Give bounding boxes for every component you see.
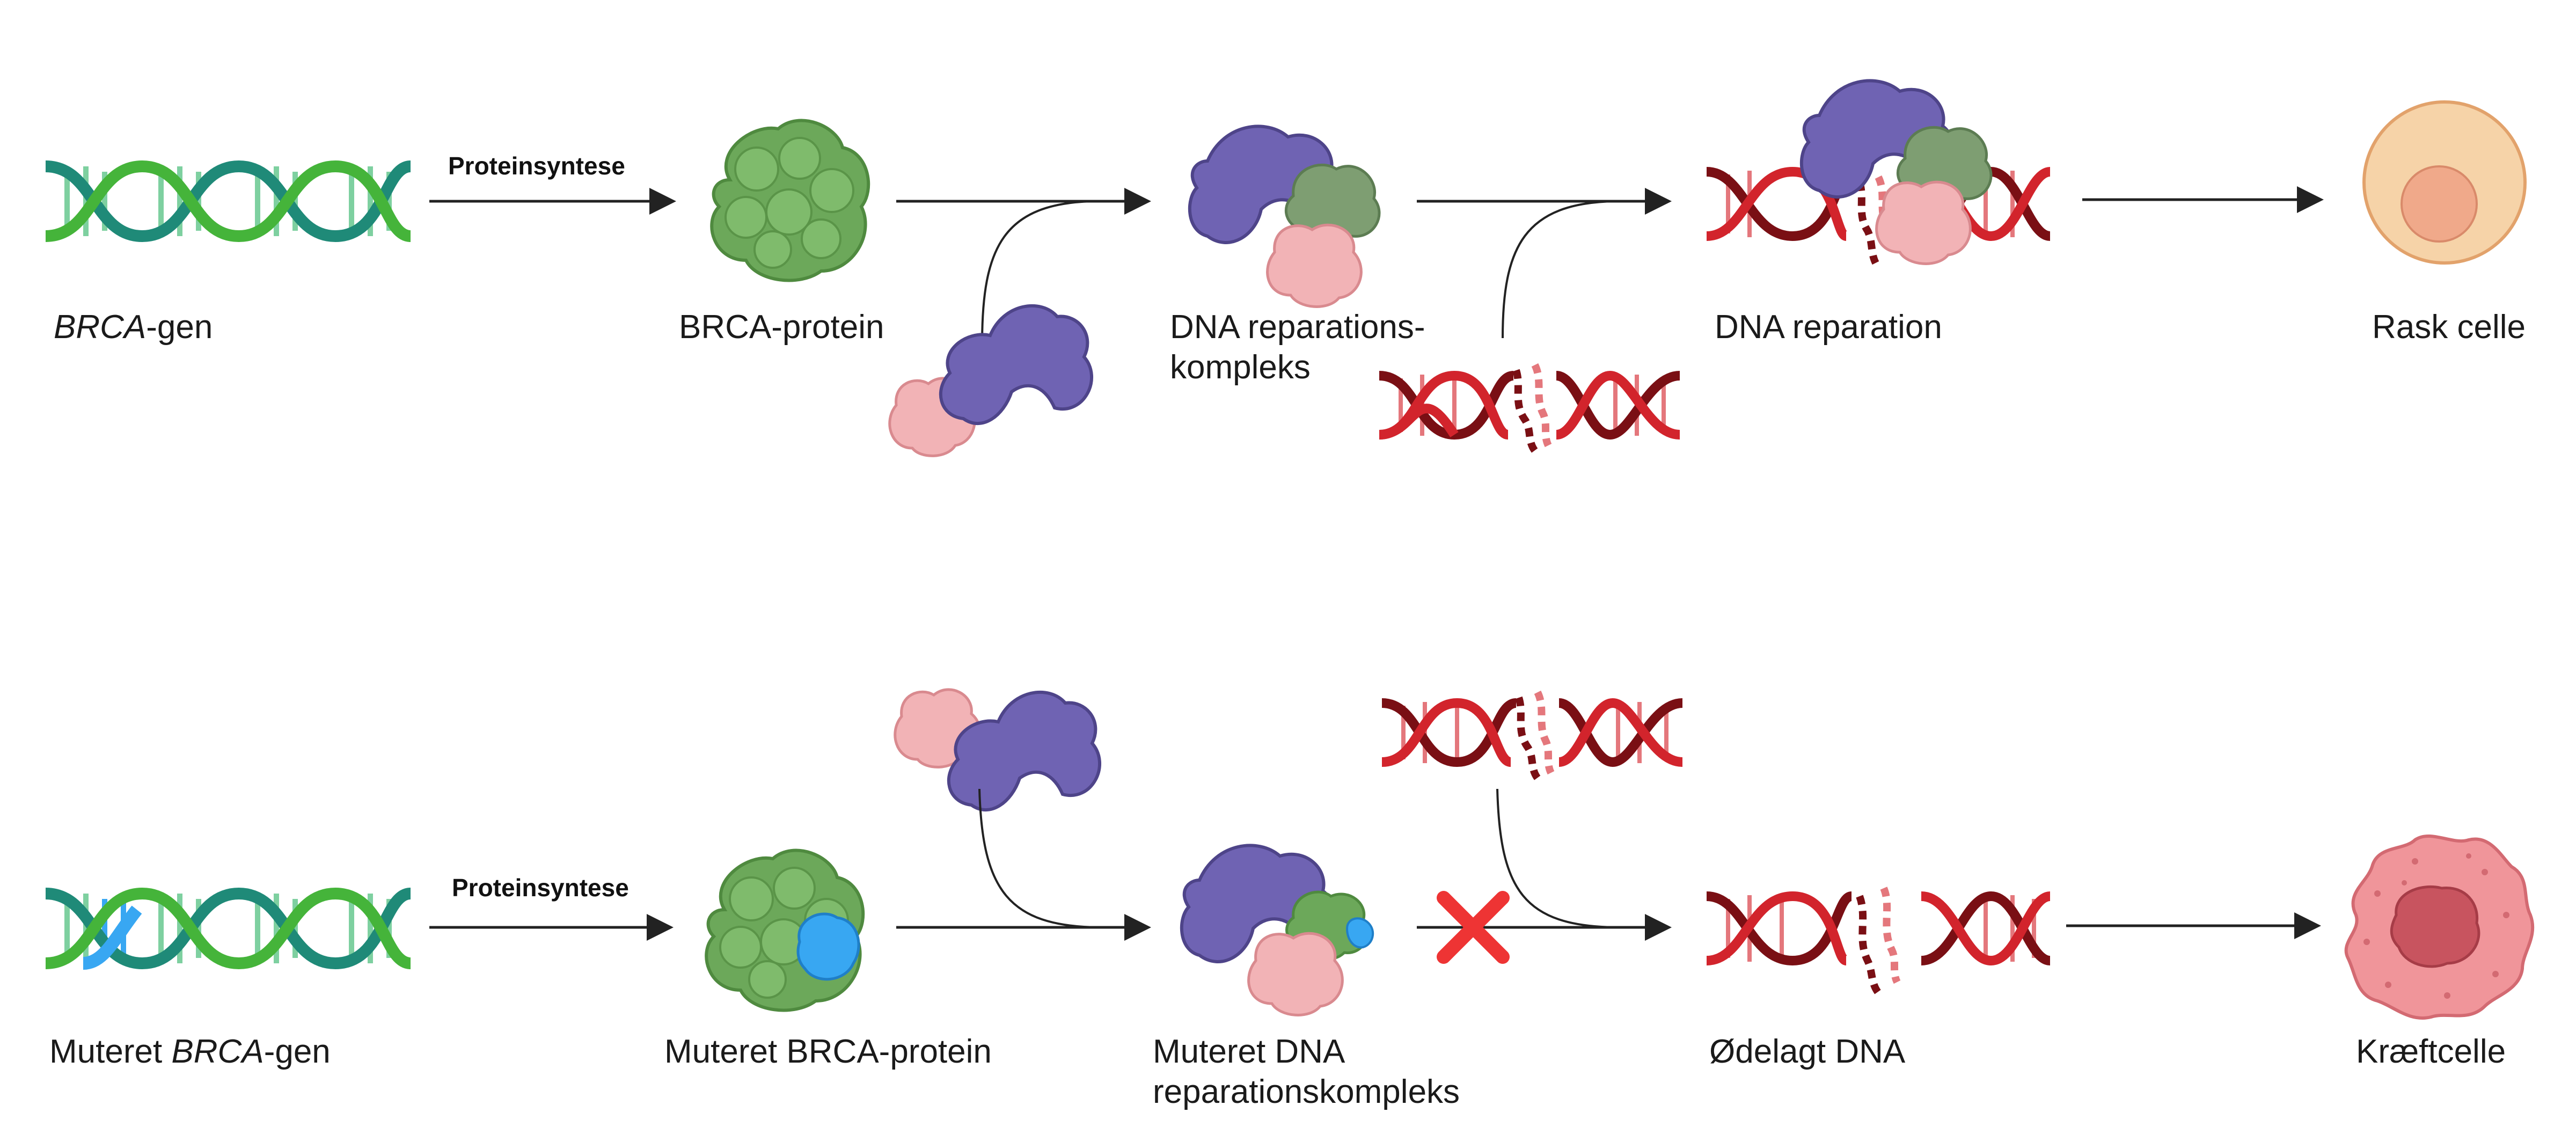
broken-dna-icon — [1379, 363, 1680, 453]
brca-protein-icon — [710, 119, 870, 282]
protein-synthesis-label: Proteinsyntese — [448, 152, 625, 180]
protein-synthesis-label-bottom: Proteinsyntese — [452, 874, 629, 902]
dna-repair-label: DNA reparation — [1715, 309, 1942, 346]
repair-complex-label-line1: DNA reparations- — [1170, 309, 1425, 346]
joining-curve-top-2 — [1502, 200, 1616, 339]
repair-complex-on-dna-icon — [1799, 79, 1993, 265]
damaged-dna-label: Ødelagt DNA — [1709, 1033, 1906, 1070]
joining-curve-bottom-1 — [978, 788, 1098, 928]
mutated-complex-label-line1: Muteret DNA — [1153, 1033, 1345, 1070]
purple-protein-icon — [939, 304, 1094, 426]
mutated-repair-complex-icon — [1180, 844, 1374, 1016]
mutated-gene-dna-icon — [45, 887, 412, 970]
mutation-blue-patch — [796, 912, 860, 981]
cancer-cell-label: Kræftcelle — [2356, 1033, 2506, 1070]
mutated-gene-label: Muteret BRCA-gen — [49, 1033, 331, 1070]
x-mark-icon — [1437, 891, 1510, 964]
broken-dna-icon-bottom — [1381, 690, 1683, 781]
brca-gene-label: BRCA-gen — [54, 309, 213, 346]
repair-complex-label-line2: kompleks — [1170, 349, 1311, 386]
cancer-cell-icon — [2344, 834, 2535, 1020]
mutated-complex-label-line2: reparationskompleks — [1153, 1073, 1460, 1110]
mutated-brca-protein-icon — [705, 848, 865, 1012]
brca-protein-label: BRCA-protein — [679, 309, 884, 346]
mutated-brca-protein-label: Muteret BRCA-protein — [664, 1033, 992, 1070]
repair-complex-icon — [1188, 125, 1381, 308]
damaged-dna-icon — [1706, 887, 2051, 996]
healthy-cell-icon — [2362, 100, 2527, 265]
healthy-cell-label: Rask celle — [2372, 309, 2526, 346]
brca-gene-dna-icon — [45, 160, 412, 243]
joining-curve-bottom-2 — [1496, 788, 1616, 928]
purple-protein-icon-bottom — [947, 690, 1102, 812]
joining-curve-top-1 — [981, 200, 1095, 344]
